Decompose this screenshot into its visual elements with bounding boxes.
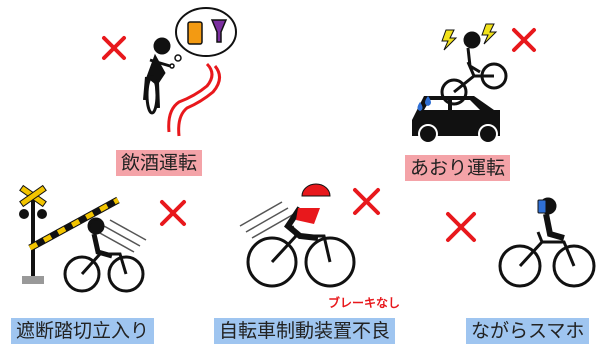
label-smartphone: ながらスマホ	[466, 318, 590, 344]
label-road-rage: あおり運転	[405, 155, 511, 181]
label-drunk-driving: 飲酒運転	[116, 150, 203, 176]
helmet-icon	[301, 183, 331, 197]
smartphone-riding-illustration	[446, 197, 596, 288]
drunk-driving-illustration	[102, 7, 237, 137]
drink-thought-bubble-icon	[169, 7, 237, 69]
skid-mark-icon	[167, 62, 221, 137]
beer-mug-icon	[187, 21, 203, 45]
cocktail-glass-icon	[210, 19, 228, 43]
red-shirt-icon	[296, 208, 320, 224]
cyclist-icon	[498, 197, 596, 288]
road-rage-illustration	[412, 23, 536, 144]
crossing-signal-icon	[19, 184, 47, 284]
lightning-icon	[481, 23, 498, 45]
car-icon	[412, 96, 500, 144]
sweat-drop-icon	[417, 96, 431, 111]
crossing-gate-bar-icon	[28, 196, 120, 252]
prohibited-x-icon	[353, 188, 380, 215]
cyclist-icon	[246, 206, 356, 288]
prohibited-x-icon	[102, 36, 126, 60]
speed-lines-icon	[239, 201, 295, 239]
prohibited-x-icon	[446, 212, 476, 242]
smartphone-icon	[537, 199, 547, 214]
prohibited-x-icon	[512, 28, 536, 52]
cyclist-icon	[143, 37, 171, 115]
brake-defect-illustration	[239, 183, 380, 288]
prohibited-x-icon	[160, 200, 186, 226]
note-no-brake: ブレーキなし	[328, 296, 401, 310]
label-railroad-crossing: 遮断踏切立入り	[11, 318, 155, 344]
cyclist-icon	[63, 217, 145, 293]
speed-lines-icon	[97, 219, 147, 253]
lightning-icon	[441, 29, 458, 51]
railroad-crossing-illustration	[19, 184, 186, 293]
label-brake-defect: 自転車制動装置不良	[214, 318, 396, 344]
cyclist-icon	[440, 31, 508, 106]
